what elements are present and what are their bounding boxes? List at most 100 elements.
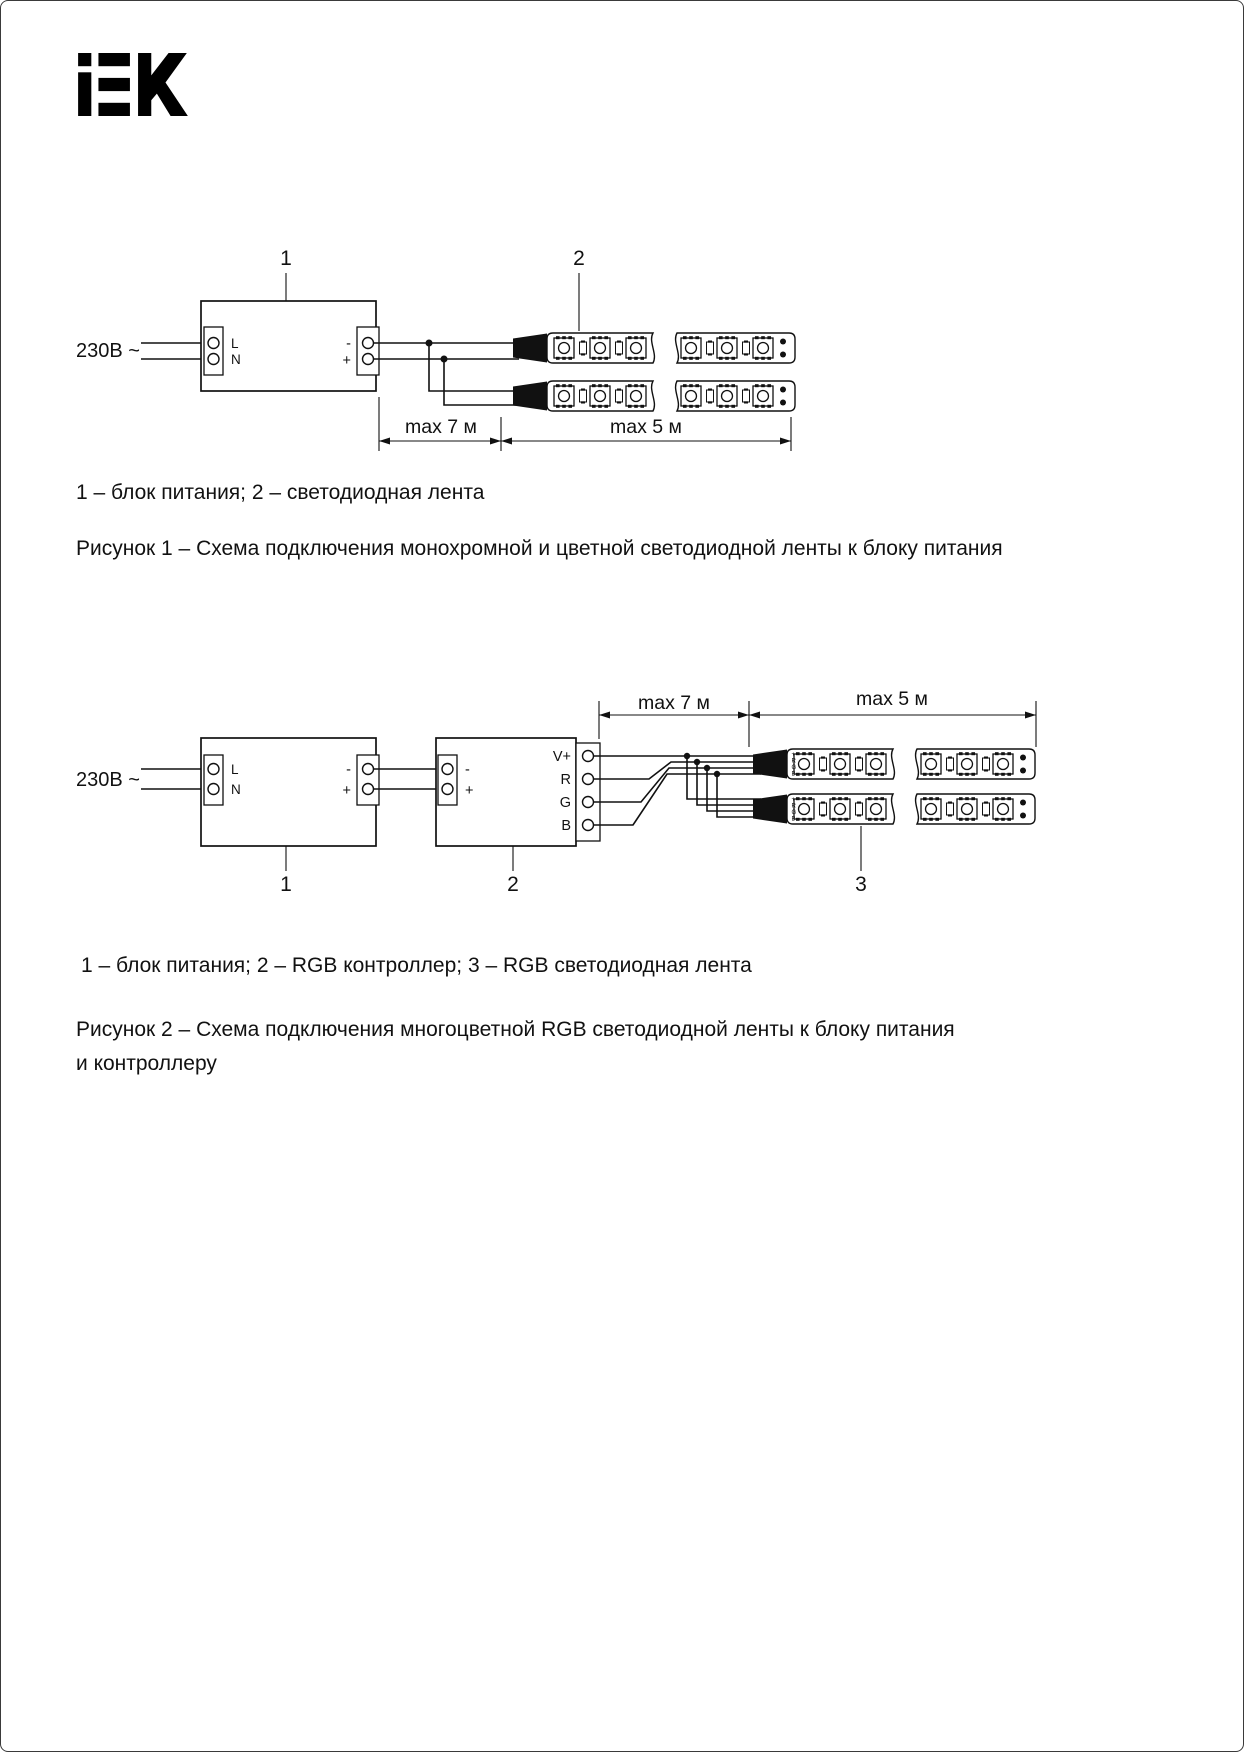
figure1-caption: Рисунок 1 – Схема подключения монохромно…: [76, 537, 1003, 560]
wire: [428, 343, 519, 392]
wire: [716, 774, 761, 818]
figure2-caption-line1: Рисунок 2 – Схема подключения многоцветн…: [76, 1018, 955, 1041]
dimension-label-wire: max 7 м: [405, 416, 477, 438]
arrowhead: [379, 437, 390, 445]
figure2-legend: 1 – блок питания; 2 – RGB контроллер; 3 …: [81, 954, 752, 977]
input-terminal-block: [203, 326, 224, 376]
terminal-label-plus: +: [343, 783, 351, 799]
arrowhead: [749, 711, 760, 719]
output-label-r: R: [561, 772, 571, 788]
output-terminal-block: [356, 754, 380, 806]
terminal-label-l: L: [231, 336, 239, 351]
arrowhead: [738, 711, 749, 719]
terminal-label-plus: +: [343, 353, 351, 369]
junction-dot: [713, 770, 721, 778]
strip-pin-label: G: [792, 810, 797, 816]
figure2-caption: Рисунок 2 – Схема подключения многоцветн…: [76, 1013, 955, 1081]
terminal-circle: [361, 782, 375, 796]
junction-dot: [693, 758, 701, 766]
output-label-g: G: [560, 795, 571, 811]
strip-pin-label: B: [792, 772, 796, 778]
input-terminal-block: [203, 754, 224, 806]
terminal-label-l: L: [231, 762, 239, 777]
terminal-label-minus: -: [465, 762, 470, 778]
terminal-circle: [361, 762, 375, 776]
junction-dot: [425, 339, 433, 347]
terminal-circle: [207, 762, 220, 776]
figure2-diagram: max 7 м max 5 м 230В ~ L N: [76, 688, 1037, 896]
output-terminal-block: [356, 326, 380, 376]
rgb-controller-box: - + V+ R G B 2: [435, 737, 601, 896]
callout-number-strip: 3: [855, 873, 867, 896]
wire: [706, 768, 761, 812]
terminal-circle: [207, 352, 220, 366]
callout-strip: 3: [855, 826, 867, 896]
arrowhead: [490, 437, 501, 445]
wire: [593, 767, 761, 803]
strip-pin-label: B: [792, 817, 796, 823]
output-label-b: B: [561, 818, 571, 834]
dimensions: max 7 м max 5 м: [598, 688, 1037, 747]
controller-outline: [435, 737, 577, 847]
callout-number-psu: 1: [280, 247, 292, 270]
mains-voltage-label: 230В ~: [76, 769, 140, 791]
terminal-label-n: N: [231, 782, 241, 797]
terminal-label-minus: -: [346, 336, 351, 352]
strip-pin-label: +: [792, 797, 796, 803]
figure1-diagram: 1 2 230В ~ L N - +: [76, 247, 1244, 451]
terminal-circle: [361, 336, 375, 350]
arrowhead: [780, 437, 791, 445]
output-label-vplus: V+: [553, 749, 571, 765]
strip-pin-markings-bottom: + R G B: [792, 797, 797, 823]
arrowhead: [599, 711, 610, 719]
input-wires: [141, 342, 207, 360]
terminal-label-plus: +: [465, 783, 473, 799]
terminal-circle: [361, 352, 375, 366]
wire: [686, 756, 761, 800]
iek-logo: [78, 53, 188, 116]
terminal-circle: [207, 336, 220, 350]
wire: [443, 359, 519, 406]
terminal-circle: [581, 772, 595, 786]
dimensions: max 7 м max 5 м: [378, 397, 792, 451]
terminal-circle: [581, 818, 595, 832]
terminal-label-minus: -: [346, 762, 351, 778]
terminal-circle: [441, 782, 454, 796]
psu-outline: [200, 300, 377, 392]
dimension-label-strip: max 5 м: [856, 688, 928, 710]
junction-dot: [440, 355, 448, 363]
strip-pin-label: R: [792, 759, 797, 765]
input-wires: [141, 768, 207, 790]
terminal-circle: [441, 762, 454, 776]
figure1-legend: 1 – блок питания; 2 – светодиодная лента: [76, 481, 485, 504]
callout-strip: 2: [573, 247, 585, 331]
psu-to-controller-wires: [373, 768, 443, 790]
arrowhead: [501, 437, 512, 445]
controller-to-strip-wires: [593, 752, 761, 826]
output-wires: [373, 339, 519, 406]
dimension-label-strip: max 5 м: [610, 416, 682, 438]
terminal-circle: [581, 749, 595, 763]
dimension-label-wire: max 7 м: [638, 692, 710, 714]
callout-number-psu: 1: [280, 873, 292, 896]
wire: [593, 761, 761, 780]
psu-box: L N - + 1: [200, 737, 380, 896]
terminal-circle: [581, 795, 595, 809]
led-strip-bottom: [513, 381, 795, 411]
callout-psu: 1: [280, 247, 292, 301]
strip-pin-label: G: [792, 765, 797, 771]
junction-dot: [703, 764, 711, 772]
arrowhead: [1025, 711, 1036, 719]
figure2-caption-line2: и контроллеру: [76, 1052, 217, 1075]
junction-dot: [683, 752, 691, 760]
mains-voltage-label: 230В ~: [76, 340, 140, 362]
wire: [696, 762, 761, 806]
strip-pin-label: R: [792, 804, 797, 810]
input-terminal-block: [437, 754, 458, 806]
strip-pin-label: +: [792, 752, 796, 758]
led-strip-top: [513, 333, 795, 363]
strip-pin-markings-top: + R G B: [792, 752, 797, 778]
terminal-circle: [207, 782, 220, 796]
iek-logo-glyphs: [78, 53, 188, 116]
